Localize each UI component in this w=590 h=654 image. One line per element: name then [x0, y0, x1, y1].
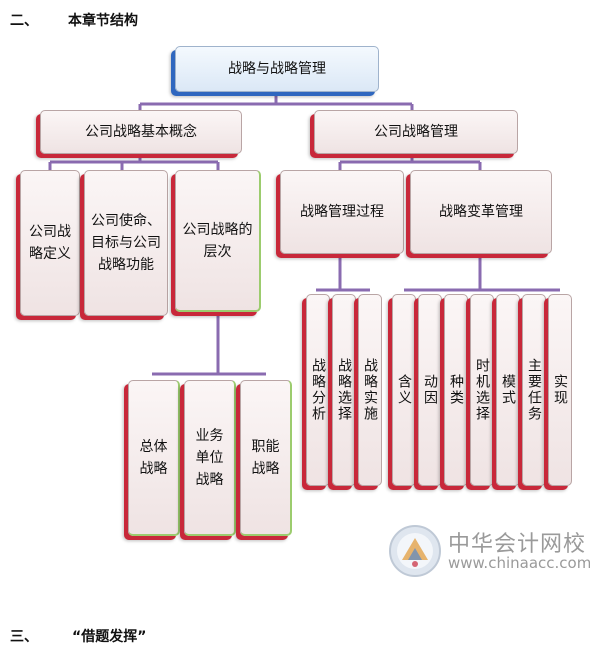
node-change-types: 种类 [444, 294, 468, 486]
node-corporate-level: 总体战略 [128, 380, 180, 536]
root-label: 战略与战略管理 [228, 61, 326, 77]
node-step-choice: 战略选择 [332, 294, 356, 486]
node-change-realization: 实现 [548, 294, 572, 486]
node-change: 战略变革管理 [410, 170, 552, 254]
strategy-management-label: 公司战略管理 [374, 124, 458, 140]
section-2-title: 本章节结构 [68, 13, 138, 29]
node-step-implementation: 战略实施 [358, 294, 382, 486]
node-strategy-levels: 公司战略的层次 [175, 170, 261, 312]
root-node: 战略与战略管理 [175, 46, 379, 92]
step-analysis-label: 战略分析 [310, 358, 326, 422]
node-mission-goals: 公司使命、目标与公司战略功能 [84, 170, 168, 316]
change-tasks-label: 主要任务 [526, 358, 542, 422]
node-change-motive: 动因 [418, 294, 442, 486]
process-label: 战略管理过程 [300, 204, 384, 220]
strategy-levels-label: 公司战略的层次 [182, 221, 253, 260]
change-mode-label: 模式 [500, 374, 516, 406]
node-process: 战略管理过程 [280, 170, 404, 254]
node-change-timing: 时机选择 [470, 294, 494, 486]
mission-goals-label: 公司使命、目标与公司战略功能 [91, 213, 161, 273]
node-change-meaning: 含义 [392, 294, 416, 486]
strategy-definition-label: 公司战略定义 [29, 224, 71, 262]
functional-level-label: 职能战略 [251, 438, 280, 477]
basic-concepts-label: 公司战略基本概念 [85, 124, 197, 140]
change-meaning-label: 含义 [396, 374, 412, 406]
change-motive-label: 动因 [422, 374, 438, 406]
section-2-heading: 二、 本章节结构 [10, 10, 310, 30]
change-realization-label: 实现 [552, 374, 568, 406]
step-choice-label: 战略选择 [336, 358, 352, 422]
watermark: 中华会计网校 www.chinaacc.com [388, 524, 590, 580]
node-strategy-management: 公司战略管理 [314, 110, 518, 154]
step-implementation-label: 战略实施 [362, 358, 378, 422]
section-3-title: “借题发挥” [72, 629, 147, 645]
section-3-number: 三、 [10, 629, 38, 645]
corporate-level-label: 总体战略 [139, 438, 168, 477]
section-2-number: 二、 [10, 13, 38, 29]
node-change-tasks: 主要任务 [522, 294, 546, 486]
node-functional-level: 职能战略 [240, 380, 292, 536]
node-business-level: 业务单位战略 [184, 380, 236, 536]
node-step-analysis: 战略分析 [306, 294, 330, 486]
section-3-heading: 三、 “借题发挥” [10, 626, 310, 646]
node-strategy-definition: 公司战略定义 [20, 170, 80, 316]
chinaacc-logo-icon [389, 525, 441, 577]
node-change-mode: 模式 [496, 294, 520, 486]
business-level-label: 业务单位战略 [195, 427, 224, 488]
change-label: 战略变革管理 [439, 204, 523, 220]
change-types-label: 种类 [448, 374, 464, 406]
watermark-url: www.chinaacc.com [448, 554, 590, 572]
node-basic-concepts: 公司战略基本概念 [40, 110, 242, 154]
change-timing-label: 时机选择 [474, 358, 490, 422]
watermark-name: 中华会计网校 [448, 532, 587, 557]
